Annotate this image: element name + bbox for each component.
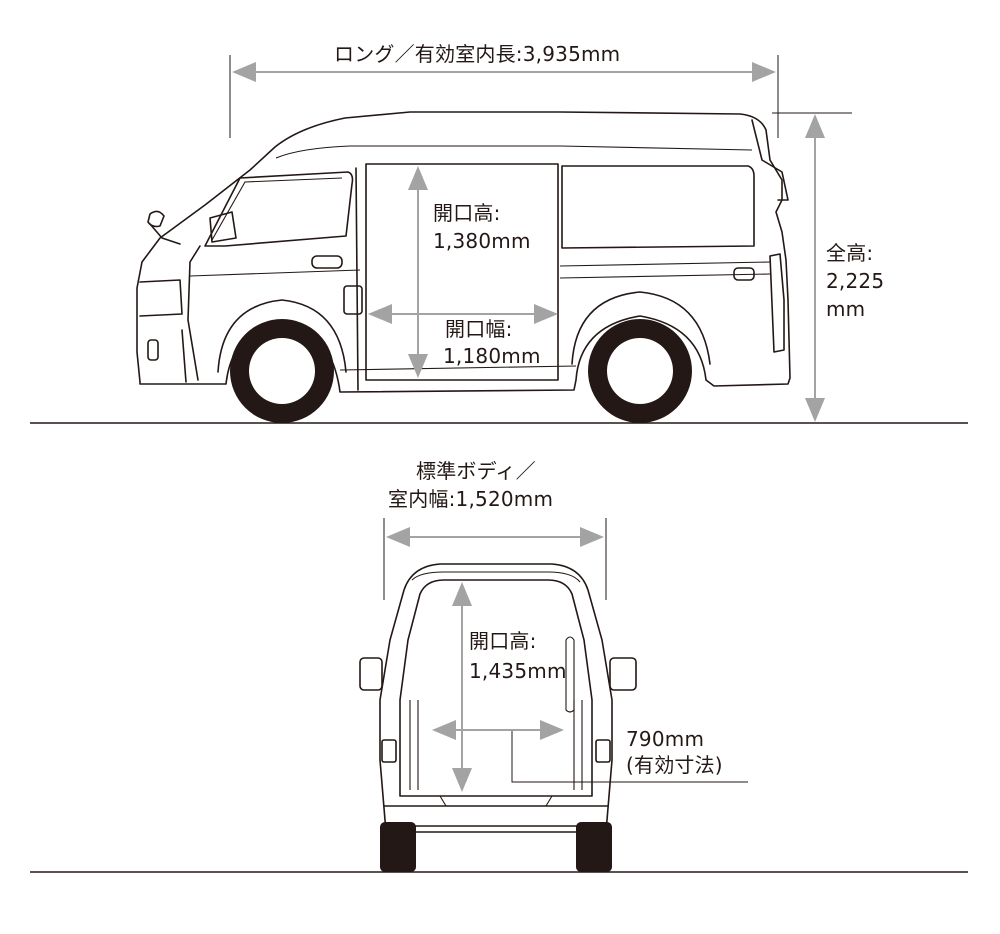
height-arrow-top [805, 114, 825, 138]
window-inner-line [211, 177, 343, 241]
effective-arrow-right [540, 720, 564, 740]
rear-wheel-hub [607, 338, 673, 404]
front-side-window [204, 171, 354, 247]
rear-door-opening [399, 579, 593, 797]
total-height-label: 全高: [826, 241, 874, 265]
door-width-dimension [368, 304, 558, 324]
total-height-dimension [772, 112, 852, 422]
effective-arrow-left [432, 720, 456, 740]
body-line-rear-1 [559, 261, 771, 267]
front-wheel-arch [217, 299, 347, 373]
height-arrow-bottom [805, 398, 825, 422]
width-label-line1: 標準ボディ／ [416, 459, 536, 483]
rear-opening-height-value: 1,435mm [469, 659, 567, 683]
total-height-unit: mm [826, 297, 866, 321]
door-width-arrow-right [534, 304, 558, 324]
rear-height-arrow-top [452, 582, 472, 606]
roof-inner-line [275, 145, 753, 159]
rocker-line [339, 365, 577, 371]
rear-lamp [769, 253, 785, 353]
rear-roof-line [411, 571, 581, 583]
sliding-door-opening [365, 163, 559, 381]
rear-body-outline [379, 563, 613, 833]
door-height-dimension [408, 166, 428, 378]
fog-lamp [147, 339, 159, 361]
rear-left-mirror [359, 657, 383, 691]
fuel-lid [343, 285, 363, 315]
rear-spoiler [751, 119, 789, 201]
body-line-rear-2 [559, 273, 771, 279]
rear-bumper [383, 805, 609, 827]
front-bumper-edge [181, 329, 187, 383]
right-inner-pillar [573, 700, 583, 790]
length-label: ロング／有効室内長:3,935mm [334, 42, 621, 66]
left-inner-pillar [409, 700, 419, 790]
rear-right-mirror [609, 657, 637, 691]
effective-width-value: 790mm [626, 727, 705, 751]
door-height-value: 1,380mm [433, 229, 531, 253]
rear-grab-handle [565, 636, 575, 713]
step-plate [439, 795, 553, 807]
effective-width-dimension [432, 720, 564, 740]
width-label-line2: 室内幅:1,520mm [388, 487, 554, 511]
door-width-label: 開口幅: [443, 317, 515, 341]
front-door-handle [311, 255, 343, 269]
length-dimension [229, 55, 779, 138]
effective-width-leader [511, 730, 748, 783]
rear-height-arrow-bottom [452, 768, 472, 792]
side-view-van [30, 111, 968, 424]
door-mirror [209, 211, 237, 243]
rear-opening-height-dimension [452, 582, 472, 792]
rear-right-tire [576, 822, 612, 872]
door-width-arrow-left [368, 304, 392, 324]
mirror-arm [149, 223, 181, 245]
door-height-arrow-bottom [408, 354, 428, 378]
rear-left-lamp [381, 739, 397, 763]
rear-side-window [561, 165, 755, 249]
door-width-value: 1,180mm [443, 344, 541, 368]
width-arrow-right [580, 527, 604, 547]
door-height-label: 開口高: [433, 201, 501, 225]
length-arrow-right [752, 62, 776, 82]
front-grille [139, 279, 183, 317]
width-arrow-left [386, 527, 410, 547]
length-arrow-left [232, 62, 256, 82]
front-door-edge [187, 245, 201, 381]
effective-width-note: (有効寸法) [626, 753, 723, 777]
body-line-front [189, 269, 361, 277]
total-height-value: 2,225 [826, 269, 885, 293]
rear-opening-height-label: 開口高: [469, 629, 537, 653]
rear-view-van [30, 563, 968, 873]
front-door-rear-edge [355, 167, 359, 391]
door-height-arrow-top [408, 166, 428, 190]
rear-wheel-arch [571, 291, 711, 365]
interior-width-dimension [383, 518, 607, 600]
rear-right-lamp [595, 739, 611, 763]
front-wheel-hub [249, 338, 315, 404]
rear-left-tire [380, 822, 416, 872]
